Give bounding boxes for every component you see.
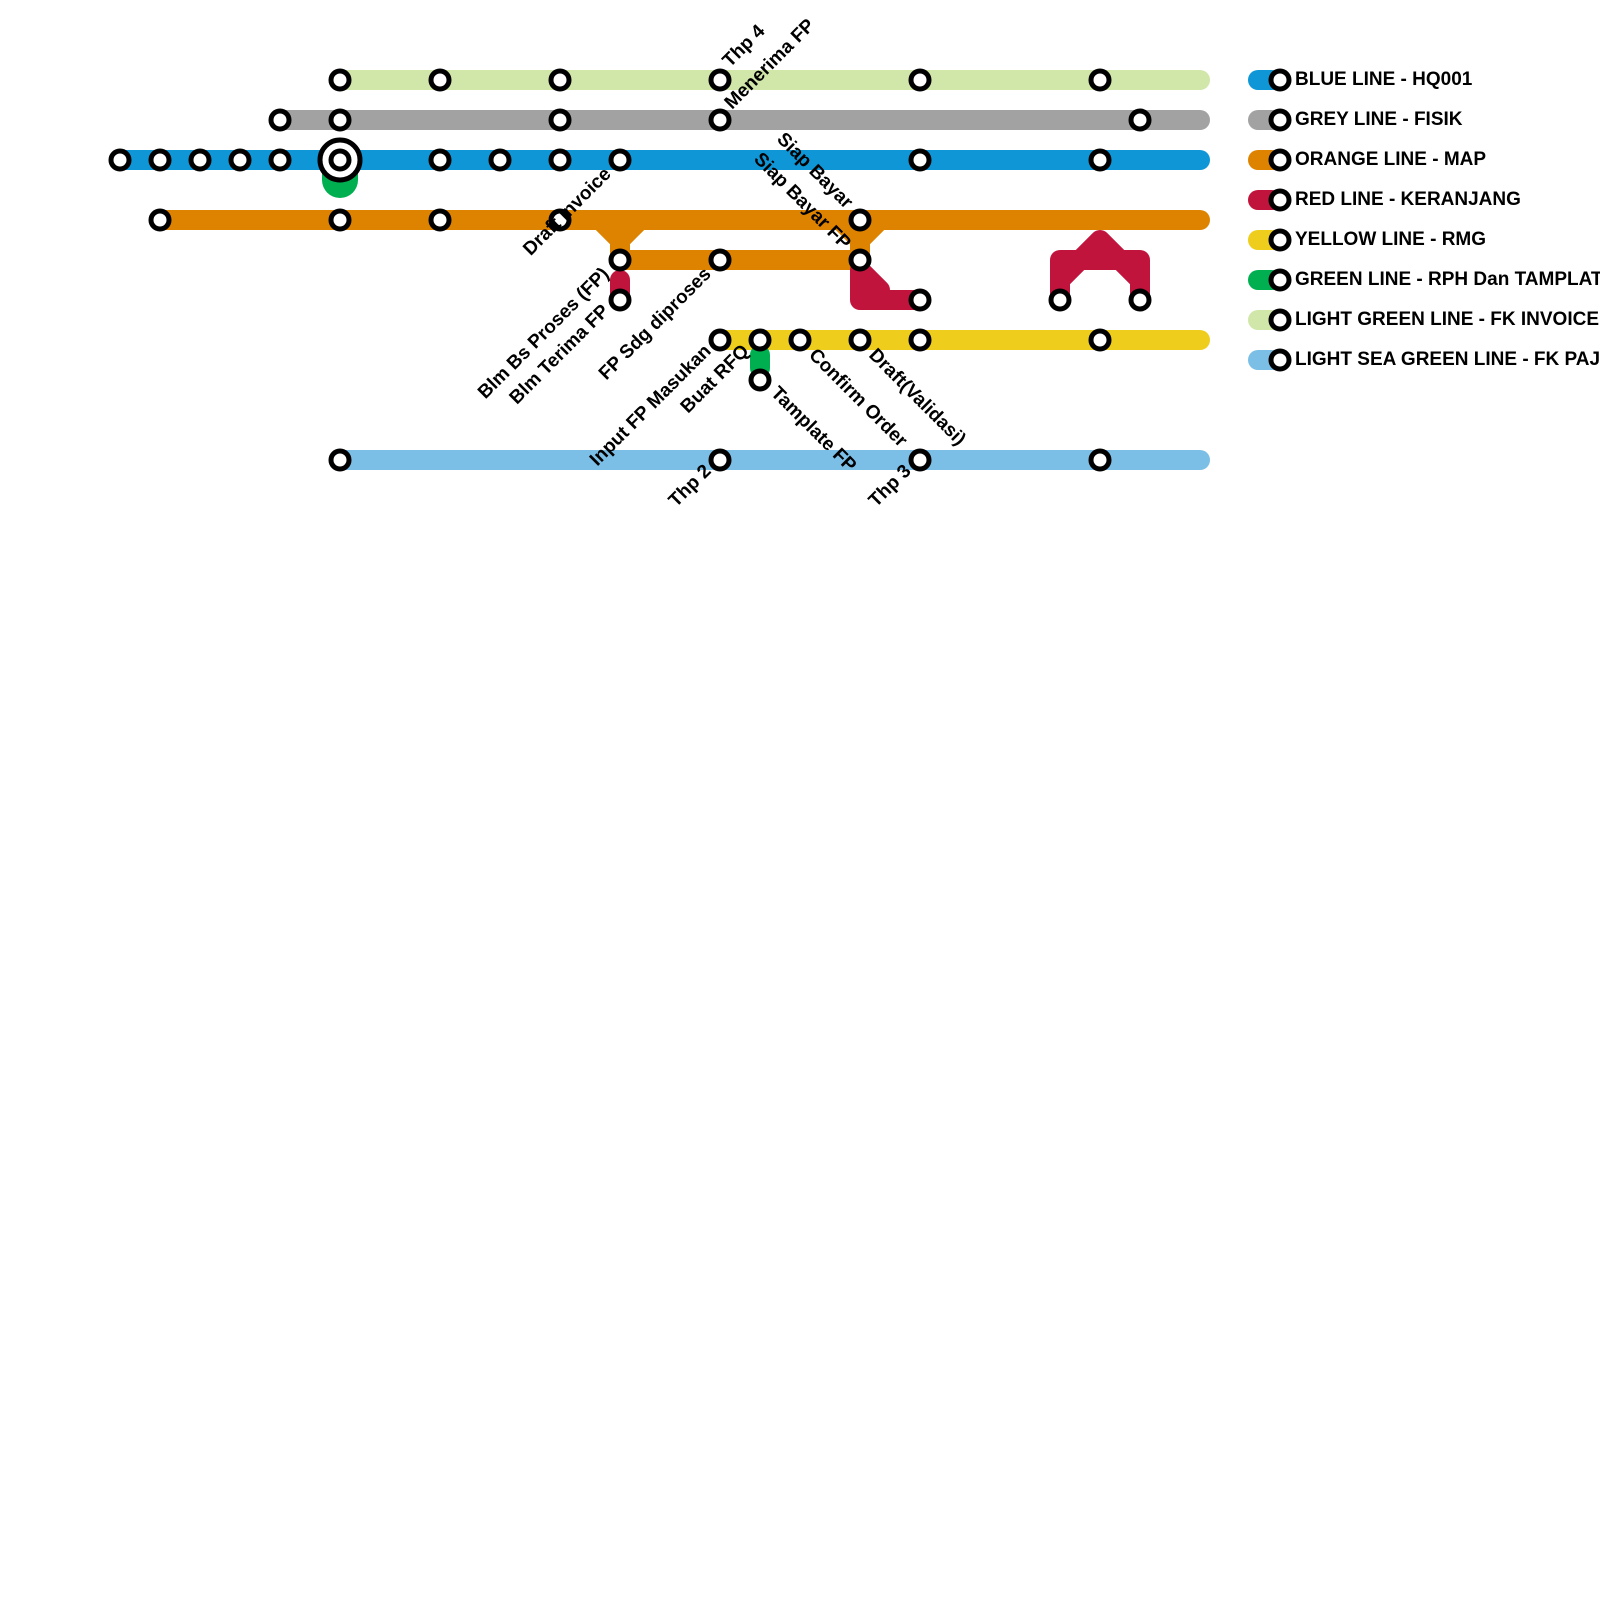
station[interactable] — [548, 148, 572, 172]
station-tamplate-fp[interactable] — [748, 368, 772, 392]
legend-label: BLUE LINE - HQ001 — [1295, 69, 1473, 90]
station[interactable] — [188, 148, 212, 172]
station[interactable] — [148, 208, 172, 232]
station[interactable] — [488, 148, 512, 172]
station[interactable] — [268, 148, 292, 172]
station[interactable] — [1048, 288, 1072, 312]
station[interactable] — [268, 108, 292, 132]
station[interactable] — [548, 68, 572, 92]
legend-station-icon — [1268, 108, 1292, 132]
legend-station-icon — [1268, 188, 1292, 212]
legend-label: LIGHT SEA GREEN LINE - FK PAJAK — [1295, 349, 1600, 370]
station[interactable] — [328, 448, 352, 472]
legend-item-red: RED LINE - KERANJANG — [1248, 188, 1521, 212]
legend-item-light-green: LIGHT GREEN LINE - FK INVOICE — [1248, 308, 1599, 332]
station[interactable] — [1088, 328, 1112, 352]
station[interactable] — [328, 208, 352, 232]
station[interactable] — [428, 68, 452, 92]
legend-station-icon — [1268, 348, 1292, 372]
station-draft-validasi[interactable] — [848, 328, 872, 352]
station[interactable] — [908, 328, 932, 352]
legend-station-icon — [1268, 228, 1292, 252]
legend-station-icon — [1268, 308, 1292, 332]
station[interactable] — [328, 68, 352, 92]
legend-item-grey: GREY LINE - FISIK — [1248, 108, 1463, 132]
station[interactable] — [548, 108, 572, 132]
station[interactable] — [428, 208, 452, 232]
station-blm-bs-proses[interactable] — [608, 248, 632, 272]
station[interactable] — [608, 148, 632, 172]
legend-station-icon — [1268, 148, 1292, 172]
station-thp4[interactable] — [708, 68, 732, 92]
legend: BLUE LINE - HQ001 GREY LINE - FISIK ORAN… — [1248, 68, 1600, 372]
station-thp3[interactable] — [908, 448, 932, 472]
station[interactable] — [1088, 68, 1112, 92]
station-blm-terima-fp[interactable] — [608, 288, 632, 312]
legend-label: RED LINE - KERANJANG — [1295, 189, 1521, 210]
legend-item-blue: BLUE LINE - HQ001 — [1248, 68, 1473, 92]
station[interactable] — [908, 288, 932, 312]
legend-item-green: GREEN LINE - RPH Dan TAMPLATE — [1248, 268, 1600, 292]
station[interactable] — [1128, 288, 1152, 312]
station[interactable] — [428, 148, 452, 172]
station-confirm-order[interactable] — [788, 328, 812, 352]
legend-item-light-sea-green: LIGHT SEA GREEN LINE - FK PAJAK — [1248, 348, 1600, 372]
station[interactable] — [148, 148, 172, 172]
station-siap-bayar-fp[interactable] — [848, 248, 872, 272]
legend-label: GREEN LINE - RPH Dan TAMPLATE — [1295, 269, 1600, 290]
interchange-station-inner — [328, 148, 352, 172]
legend-label: ORANGE LINE - MAP — [1295, 149, 1486, 170]
stations-layer — [108, 68, 1152, 472]
station-thp2[interactable] — [708, 448, 732, 472]
legend-item-yellow: YELLOW LINE - RMG — [1248, 228, 1486, 252]
station[interactable] — [908, 148, 932, 172]
legend-label: LIGHT GREEN LINE - FK INVOICE — [1295, 309, 1599, 330]
station[interactable] — [228, 148, 252, 172]
station[interactable] — [328, 108, 352, 132]
station[interactable] — [1128, 108, 1152, 132]
station[interactable] — [1088, 448, 1112, 472]
station-siap-bayar[interactable] — [848, 208, 872, 232]
legend-station-icon — [1268, 268, 1292, 292]
red-line-keranjang — [1050, 230, 1150, 310]
station-draft-invoice[interactable] — [548, 208, 572, 232]
station-menerima-fp[interactable] — [708, 108, 732, 132]
station-input-fp-masukan[interactable] — [708, 328, 732, 352]
station-fp-sdg-diproses[interactable] — [708, 248, 732, 272]
station[interactable] — [908, 68, 932, 92]
legend-label: GREY LINE - FISIK — [1295, 109, 1463, 130]
red-line-siap-bayar — [850, 260, 930, 310]
station[interactable] — [1088, 148, 1112, 172]
station[interactable] — [108, 148, 132, 172]
legend-item-orange: ORANGE LINE - MAP — [1248, 148, 1486, 172]
legend-label: YELLOW LINE - RMG — [1295, 229, 1486, 250]
legend-station-icon — [1268, 68, 1292, 92]
station-buat-rfq[interactable] — [748, 328, 772, 352]
